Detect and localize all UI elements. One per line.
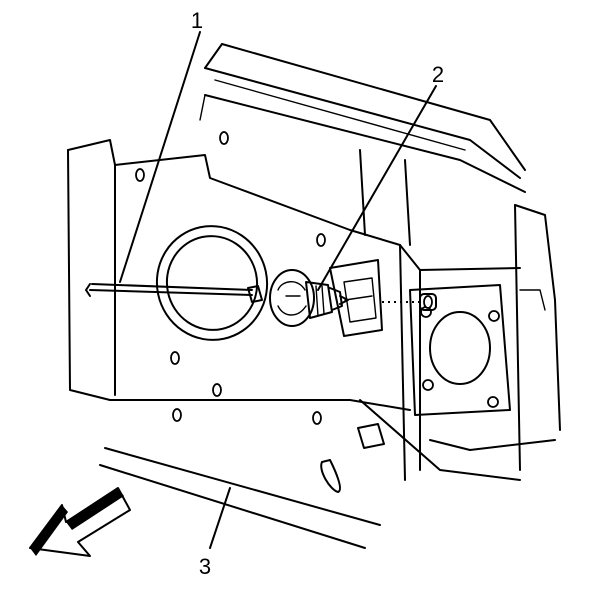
inner-door-panel xyxy=(67,139,561,481)
callout-3: 3 xyxy=(199,554,211,579)
door-top-frame xyxy=(199,43,526,193)
access-opening xyxy=(155,225,269,341)
bezel-bracket xyxy=(329,259,383,337)
flat-blade-tool xyxy=(85,269,349,327)
speaker-opening xyxy=(409,284,511,416)
callout-leaders xyxy=(119,31,437,549)
lower-clip xyxy=(320,423,385,493)
callout-1: 1 xyxy=(191,8,203,33)
lower-sill-trim xyxy=(99,447,381,549)
panel-holes xyxy=(135,131,326,425)
forward-direction-arrow-icon xyxy=(29,487,131,557)
callout-2: 2 xyxy=(432,62,444,87)
retainer-clip xyxy=(382,293,437,311)
